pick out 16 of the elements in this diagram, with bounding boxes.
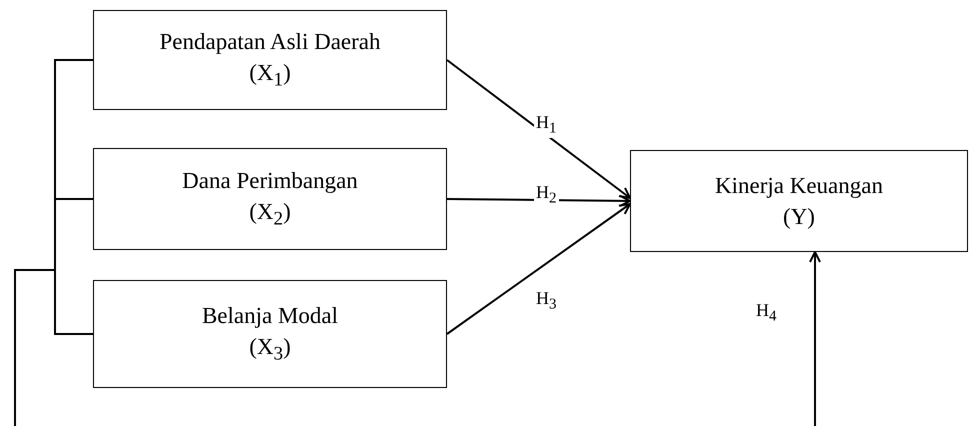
node-text: (X$_{2}$) <box>249 198 291 232</box>
arrow <box>446 203 631 335</box>
node-text: (X$_{3}$) <box>249 333 291 367</box>
node-text: (Y) <box>783 203 815 231</box>
node-text: Kinerja Keuangan <box>715 172 883 200</box>
connector-line <box>14 269 93 426</box>
node-text: Pendapatan Asli Daerah <box>160 28 380 56</box>
arrow <box>809 251 821 426</box>
variable-box <box>93 280 447 388</box>
variable-box <box>93 148 447 250</box>
node-text: (X$_{1}$) <box>249 59 291 93</box>
variable-box <box>630 150 968 252</box>
node-text: Belanja Modal <box>202 302 338 330</box>
node-text: Dana Perimbangan <box>182 167 358 196</box>
arrow <box>446 59 631 199</box>
variable-box <box>93 10 447 110</box>
